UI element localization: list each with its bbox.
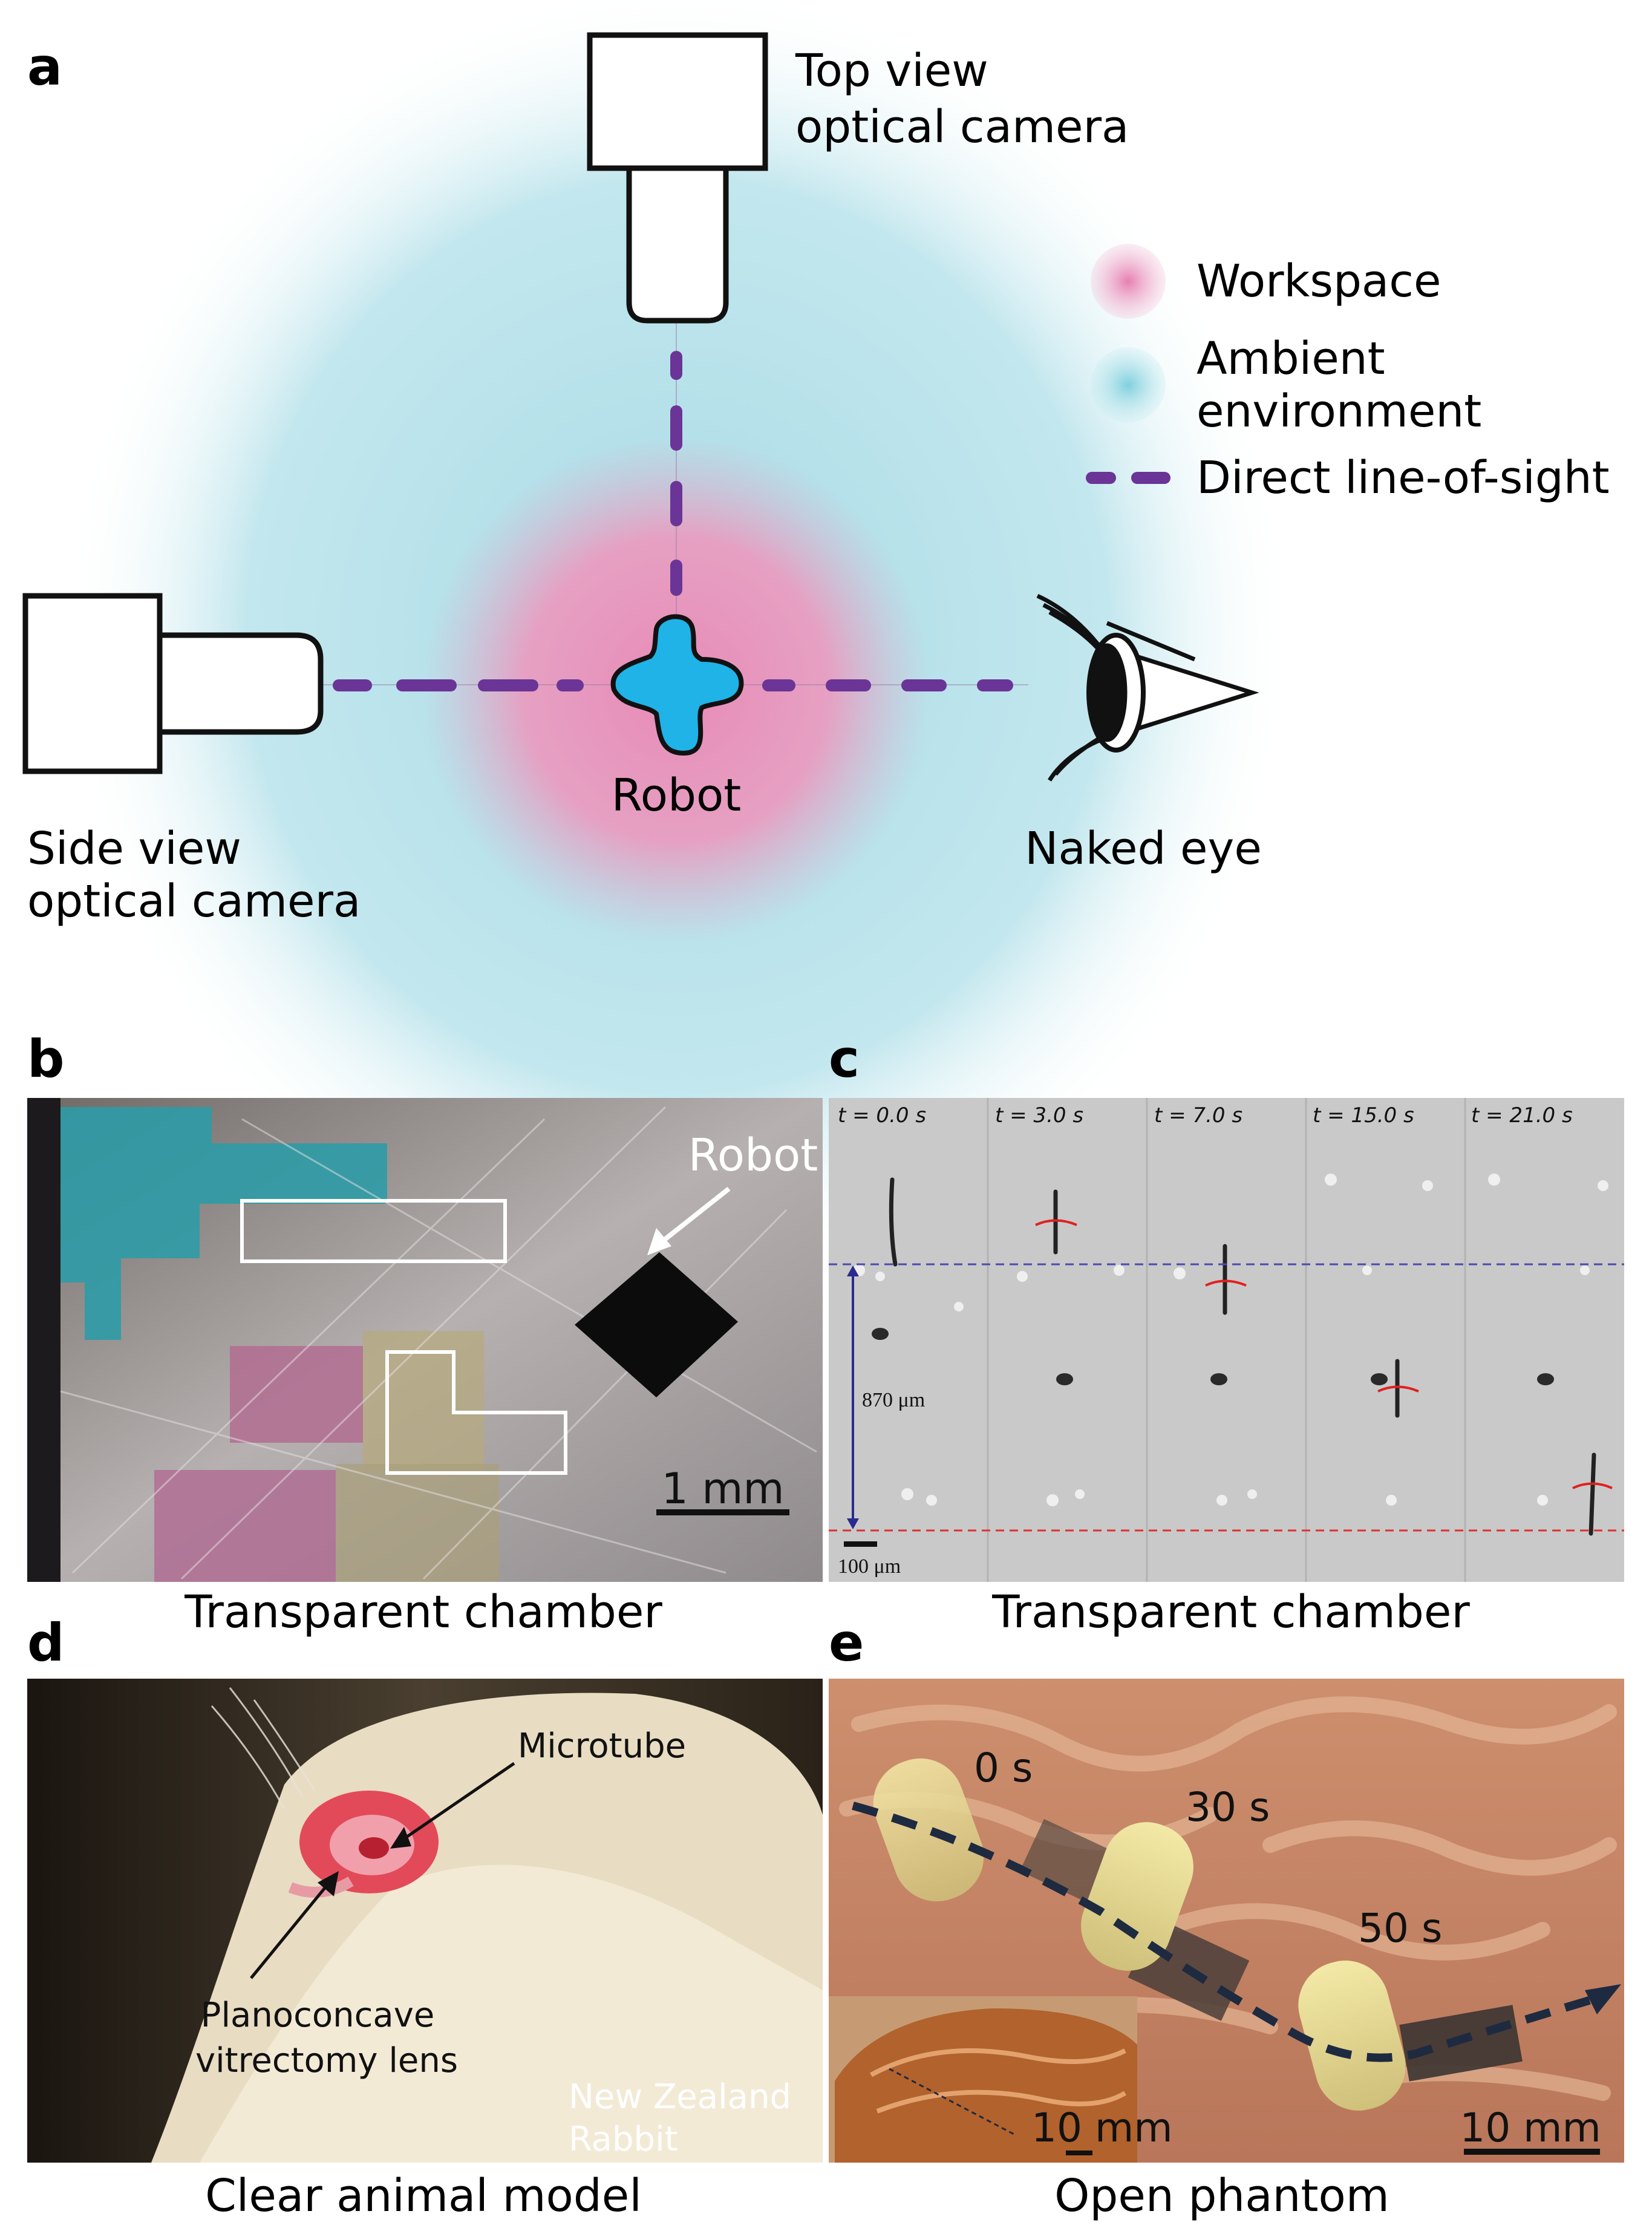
panel-c-microrobot-traces: [889, 1177, 1596, 1536]
panel-b-scale-bar-label: 1 mm: [661, 1464, 784, 1514]
legend-ambient-label-line2: environment: [1197, 385, 1481, 437]
legend-workspace-label: Workspace: [1197, 255, 1441, 307]
panel-e-scale-bar: [1464, 2149, 1600, 2155]
panel-c: c: [829, 1029, 1624, 1638]
legend-line-of-sight-label: Direct line-of-sight: [1197, 452, 1610, 504]
panel-letter-a: a: [27, 37, 62, 97]
naked-eye-label: Naked eye: [1025, 823, 1262, 875]
panel-e-time-label-0: 0 s: [974, 1745, 1033, 1791]
naked-eye-icon: [1036, 593, 1259, 782]
robot-icon: [610, 614, 744, 756]
robot-pointer-arrow: [655, 1186, 731, 1249]
panel-c-time-label-2: t = 3.0 s: [995, 1103, 1083, 1128]
legend-ambient-swatch: [1091, 347, 1166, 422]
side-camera-label-line2: optical camera: [27, 875, 361, 927]
panel-c-frame-dividers: [987, 1098, 1466, 1582]
panel-b-scale-bar: [656, 1509, 789, 1515]
panel-letter-d: d: [27, 1613, 65, 1673]
panel-e-inset-scale-bar-label: 10 mm: [1031, 2105, 1173, 2151]
lens-label-line2: vitrectomy lens: [195, 2041, 458, 2080]
legend-ambient-label-line1: Ambient: [1197, 333, 1385, 385]
panel-c-dark-particles: [872, 1328, 1554, 1385]
line-of-sight-dashes: [333, 351, 1013, 691]
panel-c-scale-bar-label: 100 μm: [838, 1555, 901, 1578]
panel-c-time-label-4: t = 15.0 s: [1313, 1103, 1414, 1128]
panel-e-caption: Open phantom: [1054, 2170, 1389, 2222]
top-camera-label-line1: Top view: [795, 45, 988, 97]
panel-c-time-labels: t = 0.0 s t = 3.0 s t = 7.0 s t = 15.0 s…: [838, 1103, 1573, 1128]
panel-a: a Top view optical camera Side view opti…: [22, 0, 1610, 1288]
panel-c-rotation-arrows: [1035, 1219, 1613, 1489]
panel-d-caption: Clear animal model: [205, 2170, 642, 2222]
panel-c-time-label-1: t = 0.0 s: [838, 1103, 926, 1128]
panel-b-photo: [27, 1098, 823, 1582]
lens-pointer-arrow: [250, 1877, 334, 1979]
species-label-line2: Rabbit: [569, 2120, 678, 2159]
panel-b: b Robot: [27, 1029, 823, 1638]
panel-c-time-label-3: t = 7.0 s: [1154, 1103, 1242, 1128]
side-view-camera-icon: [22, 593, 324, 774]
legend: Workspace Ambient environment Direct lin…: [1086, 244, 1610, 504]
panel-d-photo: [27, 1679, 823, 2163]
microtube-pointer-arrow: [398, 1762, 515, 1844]
panel-e-inset-scale-bar: [1066, 2151, 1092, 2155]
robot-label: Robot: [612, 769, 742, 821]
panel-c-time-label-5: t = 21.0 s: [1471, 1103, 1573, 1128]
panel-letter-b: b: [27, 1029, 65, 1089]
panel-e-inset: [829, 1996, 1137, 2163]
top-view-camera-icon: [587, 32, 768, 324]
panel-e-trajectory: [852, 1801, 1605, 2062]
panel-c-distance-label: 870 μm: [862, 1389, 925, 1411]
side-camera-label-line1: Side view: [27, 823, 241, 875]
panel-b-caption: Transparent chamber: [184, 1586, 662, 1638]
panel-letter-c: c: [829, 1029, 860, 1089]
species-label-line1: New Zealand: [569, 2077, 791, 2117]
panel-c-scale-bar: [844, 1541, 877, 1547]
capsule-robots: [873, 1758, 1406, 2111]
top-camera-label-line2: optical camera: [795, 101, 1129, 153]
panel-b-robot-label: Robot: [688, 1129, 818, 1181]
panel-c-caption: Transparent chamber: [991, 1586, 1470, 1638]
panel-e-time-label-30: 30 s: [1186, 1784, 1270, 1831]
panel-e: e: [829, 1613, 1624, 2222]
legend-workspace-swatch: [1091, 244, 1166, 319]
lens-label-line1: Planoconcave: [201, 1996, 435, 2035]
panel-c-image: [829, 1098, 1624, 1582]
panel-c-bubbles: [853, 1174, 1608, 1506]
panel-d: d Microtube Planoconcave vitrectomy lens…: [27, 1613, 823, 2222]
panel-e-scale-bar-label: 10 mm: [1460, 2105, 1601, 2151]
panel-e-time-label-50: 50 s: [1358, 1905, 1442, 1951]
microtube-label: Microtube: [518, 1726, 686, 1766]
panel-letter-e: e: [829, 1613, 864, 1673]
